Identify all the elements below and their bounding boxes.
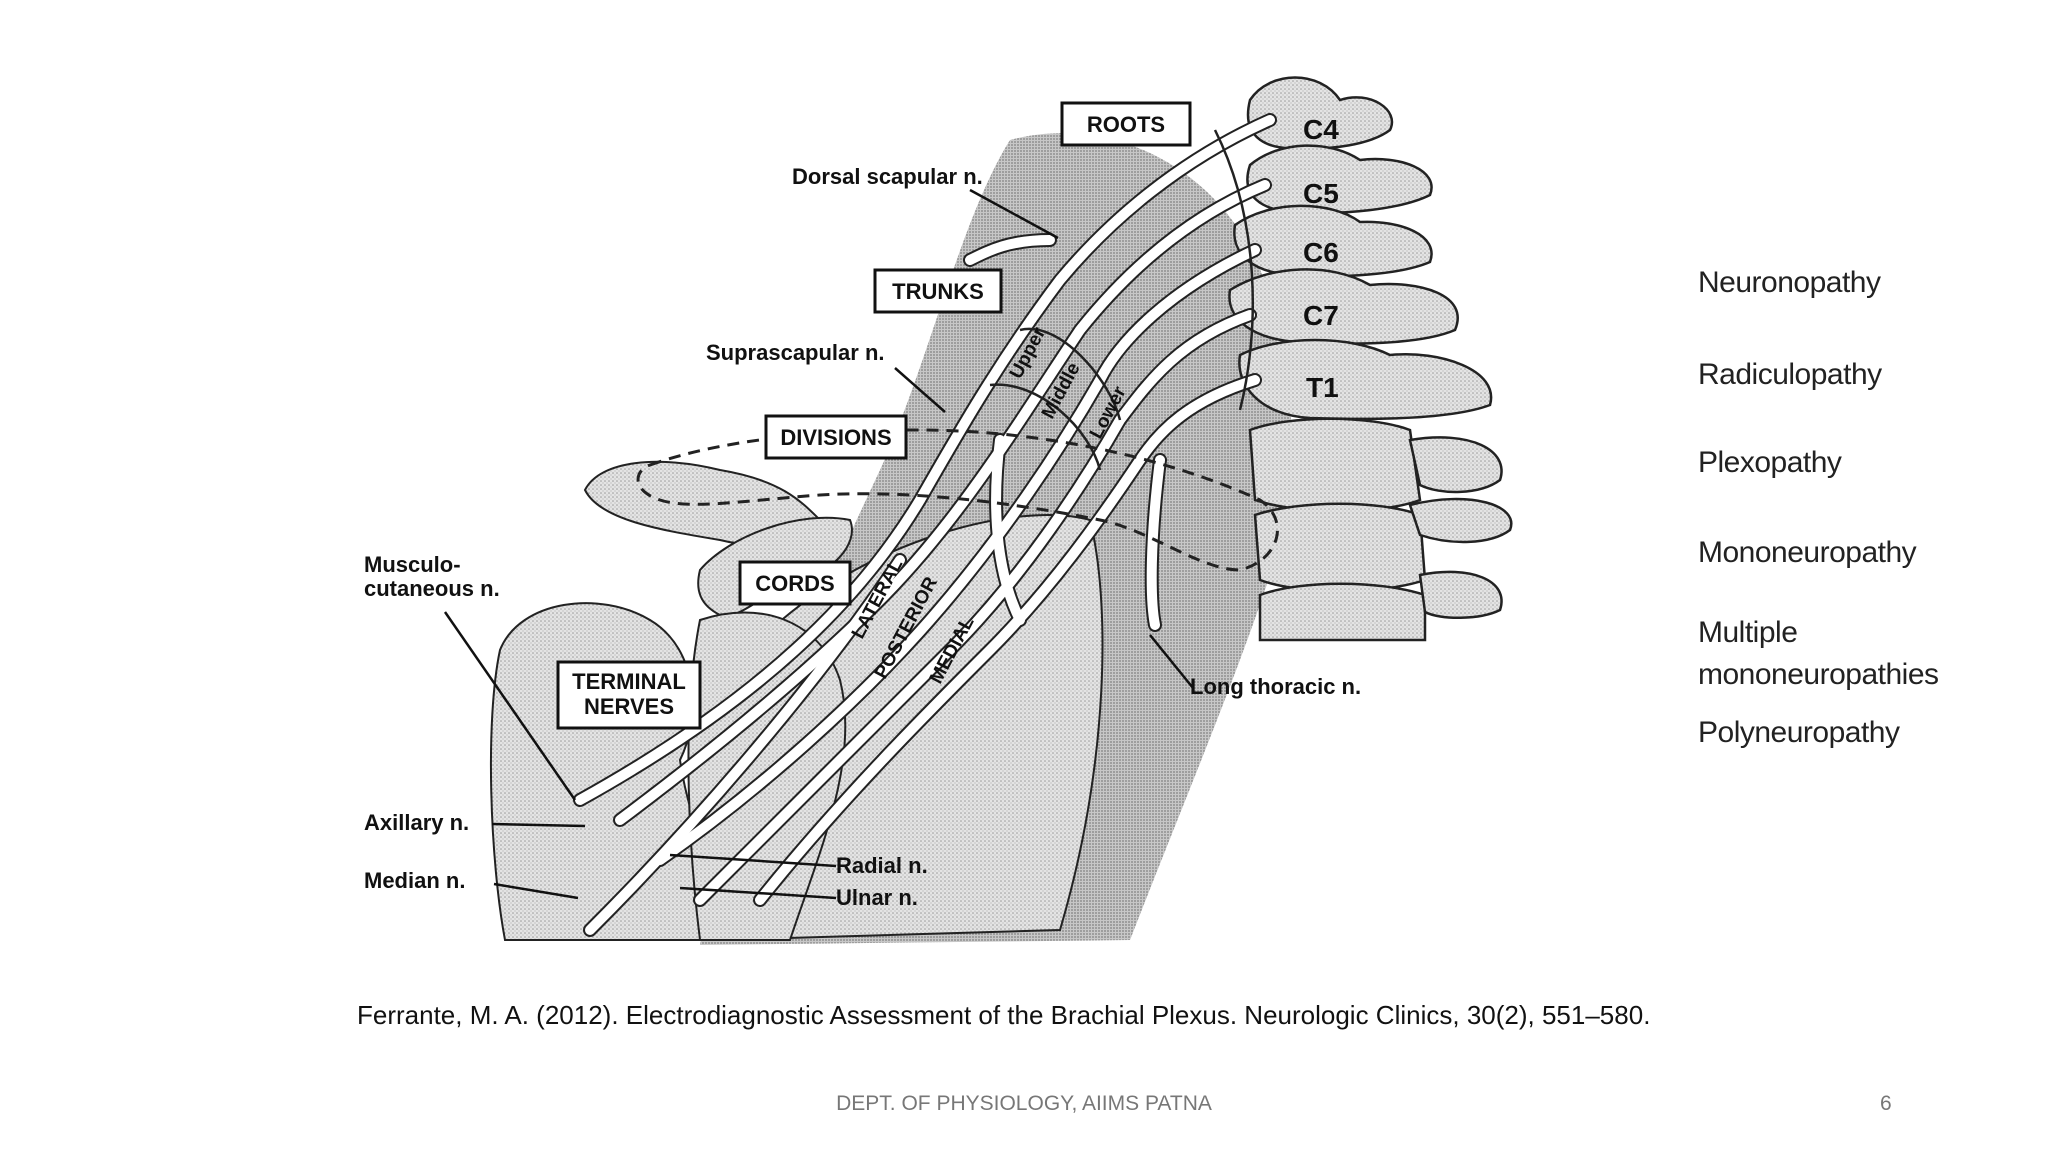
category-polyneuropathy: Polyneuropathy xyxy=(1698,716,1900,749)
label-ulnar: Ulnar n. xyxy=(836,885,918,910)
region-boundaries xyxy=(989,129,1255,471)
clavicle-dashed-outline xyxy=(636,428,1279,572)
svg-text:NERVES: NERVES xyxy=(584,694,674,719)
label-radial: Radial n. xyxy=(836,853,928,878)
category-radiculopathy: Radiculopathy xyxy=(1698,358,1882,391)
stage-box-terminal-nerves: TERMINAL NERVES xyxy=(556,660,702,730)
stage-box-trunks: TRUNKS xyxy=(873,268,1003,314)
nerve-strands xyxy=(573,113,1277,937)
category-multiple: Multiple xyxy=(1698,616,1798,649)
vertebra-label-t1: T1 xyxy=(1306,372,1339,403)
label-musculocutaneous-2: cutaneous n. xyxy=(364,576,500,601)
label-suprascapular: Suprascapular n. xyxy=(706,340,885,365)
label-dorsal-scapular: Dorsal scapular n. xyxy=(792,164,983,189)
label-musculocutaneous-1: Musculo- xyxy=(364,552,461,577)
category-mononeuropathies: mononeuropathies xyxy=(1698,658,1939,691)
leader-lines xyxy=(443,188,1194,900)
stage-box-cords: CORDS xyxy=(738,560,852,606)
stage-box-divisions: DIVISIONS xyxy=(764,414,908,460)
label-median: Median n. xyxy=(364,868,465,893)
svg-text:ROOTS: ROOTS xyxy=(1087,112,1165,137)
category-neuronopathy: Neuronopathy xyxy=(1698,266,1881,299)
vertebra-label-c7: C7 xyxy=(1303,300,1339,331)
vertebra-label-c4: C4 xyxy=(1303,114,1339,145)
svg-text:DIVISIONS: DIVISIONS xyxy=(780,425,891,450)
vertebra-label-c6: C6 xyxy=(1303,237,1339,268)
footer-text: DEPT. OF PHYSIOLOGY, AIIMS PATNA xyxy=(836,1092,1212,1115)
svg-text:CORDS: CORDS xyxy=(755,571,834,596)
svg-text:TERMINAL: TERMINAL xyxy=(572,669,686,694)
label-axillary: Axillary n. xyxy=(364,810,469,835)
page-number: 6 xyxy=(1880,1092,1892,1115)
svg-text:TRUNKS: TRUNKS xyxy=(892,279,984,304)
label-long-thoracic: Long thoracic n. xyxy=(1190,674,1361,699)
stage-box-roots: ROOTS xyxy=(1060,101,1192,147)
category-plexopathy: Plexopathy xyxy=(1698,446,1842,479)
vertebra-label-c5: C5 xyxy=(1303,178,1339,209)
citation: Ferrante, M. A. (2012). Electrodiagnosti… xyxy=(357,1000,1651,1030)
category-mononeuropathy: Mononeuropathy xyxy=(1698,536,1917,569)
vertebral-column xyxy=(1228,76,1513,642)
